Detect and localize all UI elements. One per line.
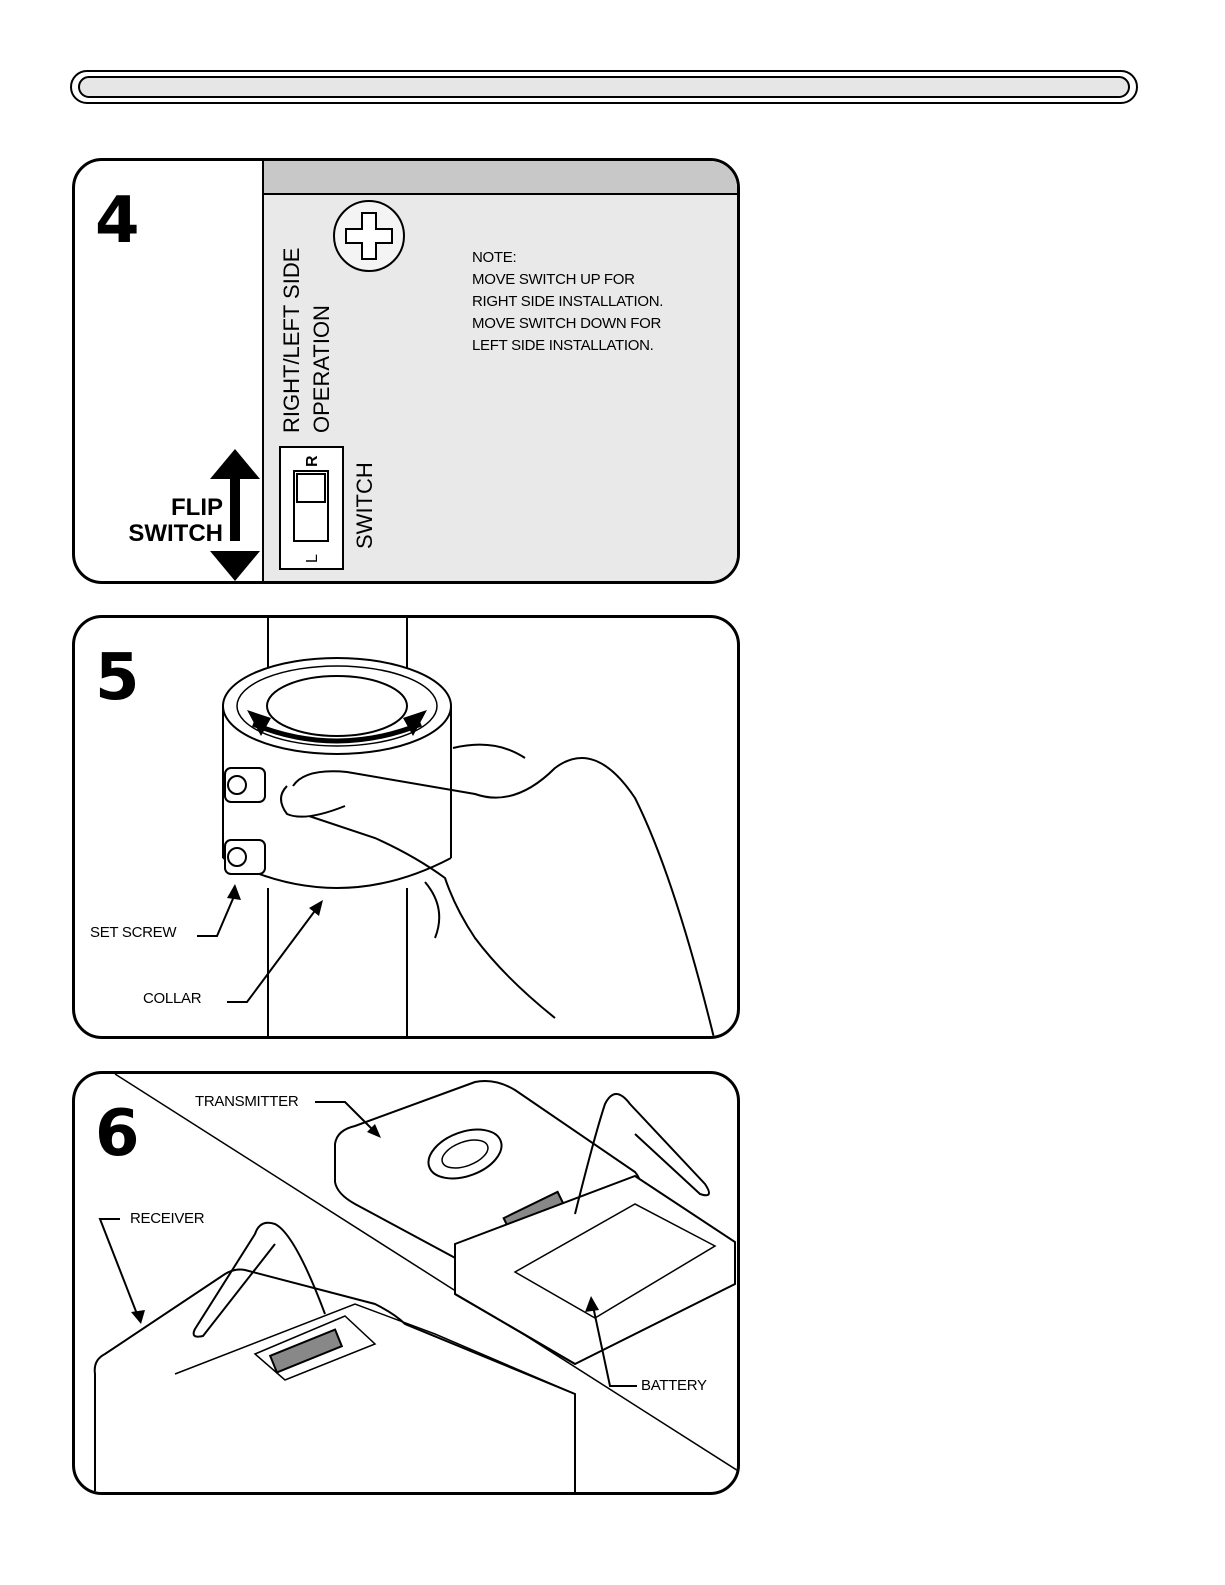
switch-r-label: R [304,455,322,467]
battery-label: BATTERY [641,1377,707,1394]
header-bar [70,70,1138,104]
screw-icon [334,201,404,271]
switch-l-label: L [304,554,322,563]
step-4-panel: 4 NOTE: MOVE SWITCH UP FOR RIGHT SIDE IN… [72,158,740,584]
set-screw-icon [225,768,265,874]
hand-shape [281,745,715,1039]
transmitter-receiver-illustration [75,1074,740,1495]
note-line: LEFT SIDE INSTALLATION. [472,335,732,357]
set-screw-label: SET SCREW [90,924,176,941]
operation-label: OPERATION [309,305,335,433]
callout-leaders [197,884,323,1002]
note-text: NOTE: MOVE SWITCH UP FOR RIGHT SIDE INST… [472,247,732,357]
right-left-side-label: RIGHT/LEFT SIDE [279,248,305,433]
collar-illustration [75,618,740,1039]
step-5-panel: 5 [72,615,740,1039]
note-line: RIGHT SIDE INSTALLATION. [472,291,732,313]
transmitter-label: TRANSMITTER [195,1093,298,1110]
step-6-panel: 6 [72,1071,740,1495]
note-line: MOVE SWITCH UP FOR [472,269,732,291]
note-line: MOVE SWITCH DOWN FOR [472,313,732,335]
flip-switch-label: FLIP SWITCH [113,495,223,547]
flip-label-line: SWITCH [113,521,223,547]
flip-label-line: FLIP [113,495,223,521]
note-line: NOTE: [472,247,732,269]
collar-label: COLLAR [143,990,201,1007]
switch-label: SWITCH [352,462,378,549]
receiver-label: RECEIVER [130,1210,204,1227]
